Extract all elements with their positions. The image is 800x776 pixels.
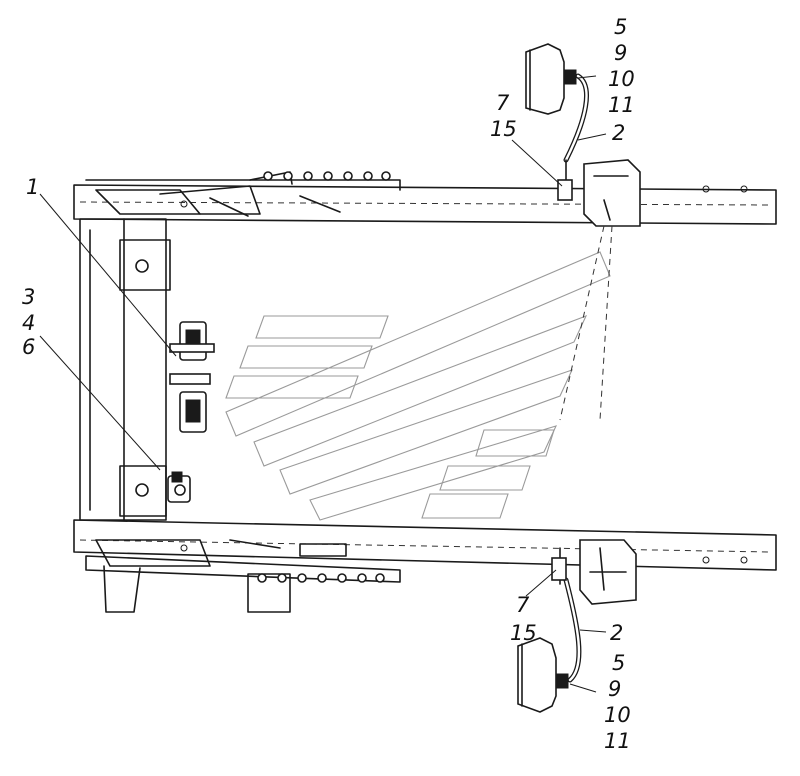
lower-brake-chamber xyxy=(517,547,582,713)
lower-rivets xyxy=(180,544,748,583)
lower-frame-rail xyxy=(73,519,777,613)
callout-10-top: 10 xyxy=(608,67,635,91)
callout-4: 4 xyxy=(22,311,35,335)
callout-1: 1 xyxy=(26,175,39,199)
watermark-logo xyxy=(225,251,611,521)
callout-5-top: 5 xyxy=(614,15,627,39)
callout-11-bottom: 11 xyxy=(604,729,631,753)
callout-9-bottom: 9 xyxy=(608,677,621,701)
callout-7-bottom: 7 xyxy=(516,593,530,617)
callout-2-bottom: 2 xyxy=(610,621,623,645)
upper-brake-chamber xyxy=(525,43,589,201)
leader-lines xyxy=(39,75,607,693)
callout-2-top: 2 xyxy=(612,121,625,145)
callout-15-bottom: 15 xyxy=(510,621,537,645)
rear-crossmember xyxy=(79,218,171,521)
upper-frame-rail xyxy=(73,171,777,225)
lower-spring-bracket xyxy=(579,539,637,605)
callout-6: 6 xyxy=(22,335,35,359)
callout-5-bottom: 5 xyxy=(612,651,625,675)
callout-7-top: 7 xyxy=(496,91,510,115)
brake-valve-upper xyxy=(169,321,215,361)
callout-11-top: 11 xyxy=(608,93,635,117)
brake-valve-lower xyxy=(169,373,211,433)
connector-fitting xyxy=(167,471,191,503)
callout-10-bottom: 10 xyxy=(604,703,631,727)
callout-3: 3 xyxy=(22,285,35,309)
callout-9-top: 9 xyxy=(614,41,627,65)
callout-15-top: 15 xyxy=(490,117,517,141)
upper-rivets xyxy=(180,171,748,208)
upper-spring-bracket xyxy=(559,159,641,421)
